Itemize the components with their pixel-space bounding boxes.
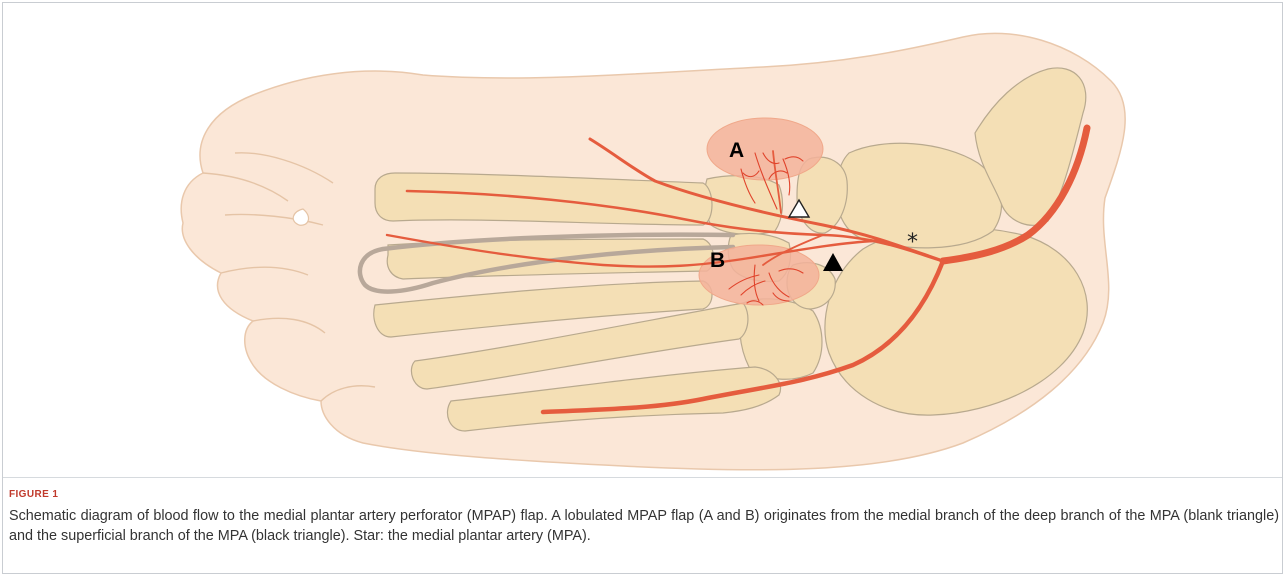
- flap-b-label: B: [710, 249, 725, 272]
- flap-a-label: A: [729, 139, 744, 162]
- star-marker: *: [907, 230, 918, 255]
- figure-label: FIGURE 1: [9, 489, 58, 500]
- flap-a-ellipse: [707, 118, 823, 180]
- caption-divider: [3, 477, 1282, 478]
- foot-diagram: A B *: [3, 3, 1283, 477]
- figure-caption: Schematic diagram of blood flow to the m…: [9, 506, 1279, 546]
